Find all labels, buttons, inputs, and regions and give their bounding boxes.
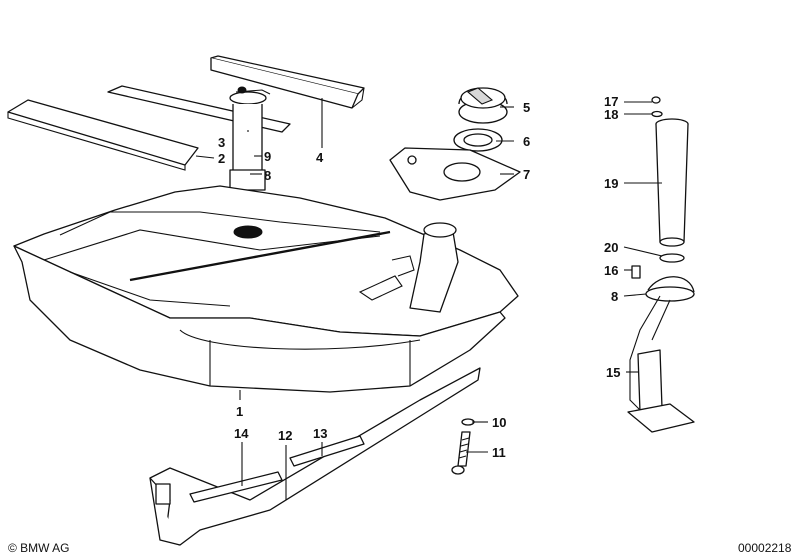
callout-5: 5 <box>523 100 530 115</box>
pad-part-14 <box>189 471 283 503</box>
clip-part-17 <box>651 96 661 104</box>
screw-part-16 <box>631 265 641 279</box>
callout-14: 14 <box>234 426 249 441</box>
callout-12: 12 <box>278 428 292 443</box>
bolt-part-11 <box>451 431 471 475</box>
ring-part-20 <box>659 253 685 263</box>
pad-part-13 <box>289 435 365 467</box>
callout-9: 9 <box>264 149 271 164</box>
filler-bracket-part-7 <box>389 147 521 201</box>
callout-2: 2 <box>218 151 225 166</box>
fuel-tank-part-1 <box>13 185 519 393</box>
callout-13: 13 <box>313 426 327 441</box>
callout-3: 3 <box>218 135 225 150</box>
callout-15: 15 <box>606 365 620 380</box>
filler-cap-part-5 <box>458 87 508 124</box>
callout-17: 17 <box>604 94 618 109</box>
filler-neck <box>358 222 459 313</box>
callout-18: 18 <box>604 107 618 122</box>
diagram-number: 00002218 <box>738 541 792 555</box>
rail-part-4 <box>210 55 365 109</box>
callout-4: 4 <box>316 150 324 165</box>
strip-part-2 <box>7 99 199 171</box>
gasket-part-6 <box>453 128 503 152</box>
callout-10: 10 <box>492 415 506 430</box>
pump-tube-part-19 <box>655 118 689 247</box>
callout-19: 19 <box>604 176 618 191</box>
gasket-part-18 <box>651 110 663 118</box>
callout-20: 20 <box>604 240 618 255</box>
strap-part-12 <box>149 367 481 546</box>
callout-7: 7 <box>523 167 530 182</box>
strip-part-3 <box>107 85 291 133</box>
fuel-pump-part-15 <box>627 276 695 433</box>
callout-1: 1 <box>236 404 243 419</box>
callout-8-pump: 8 <box>611 289 618 304</box>
callout-16: 16 <box>604 263 618 278</box>
callout-6: 6 <box>523 134 530 149</box>
leader-lines <box>195 98 663 500</box>
copyright-label: © BMW AG <box>8 541 70 555</box>
callout-11: 11 <box>492 445 506 460</box>
callout-8-tank: 8 <box>264 168 271 183</box>
